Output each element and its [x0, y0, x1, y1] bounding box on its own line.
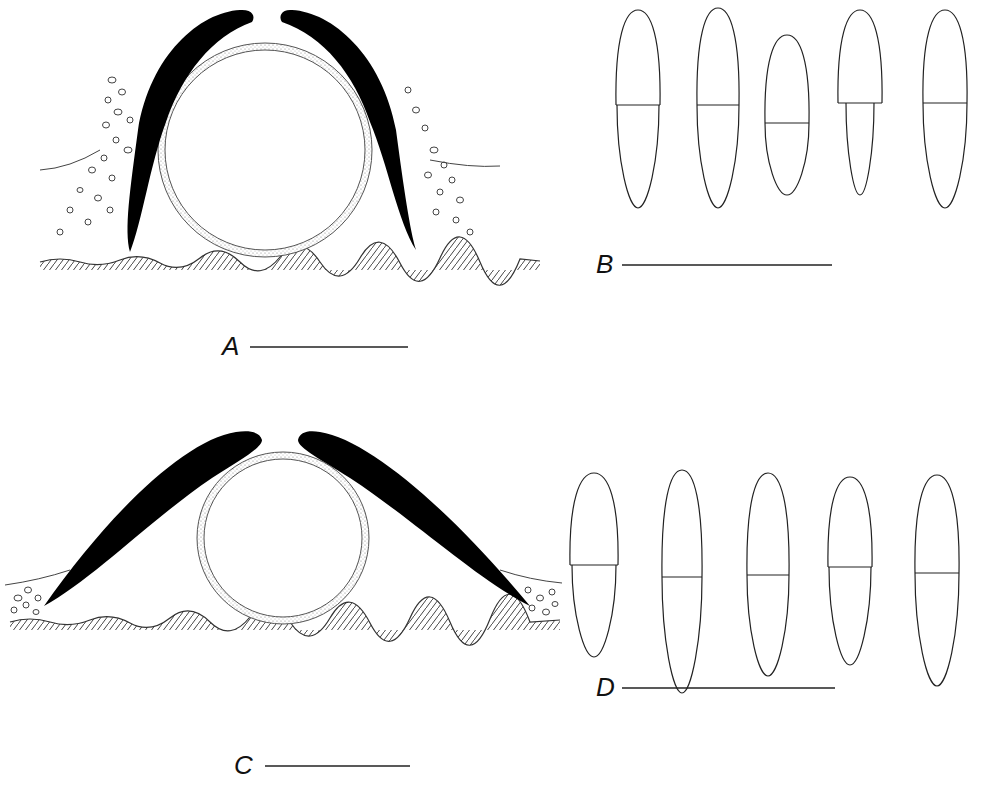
ascoma-section-a [40, 10, 540, 347]
ascospores [570, 8, 967, 693]
ascospore [697, 8, 739, 208]
ascospore [570, 473, 618, 657]
ascospore [616, 10, 660, 208]
figure-label: A [222, 333, 239, 359]
ascospore [662, 470, 702, 693]
figure-label: C [234, 752, 253, 778]
ascoma-section-c [5, 431, 562, 766]
scale-bar [265, 765, 410, 767]
figure-label: B [596, 251, 613, 277]
figure-label: D [596, 674, 615, 700]
ascospore [747, 473, 789, 676]
ascospore [828, 477, 872, 665]
ascospore [838, 10, 882, 195]
ascospore [923, 10, 967, 208]
scale-bar [250, 346, 408, 348]
ascospore [915, 475, 959, 686]
ascospore [765, 35, 809, 195]
scale-bar [622, 687, 835, 689]
scale-bar [622, 264, 832, 266]
